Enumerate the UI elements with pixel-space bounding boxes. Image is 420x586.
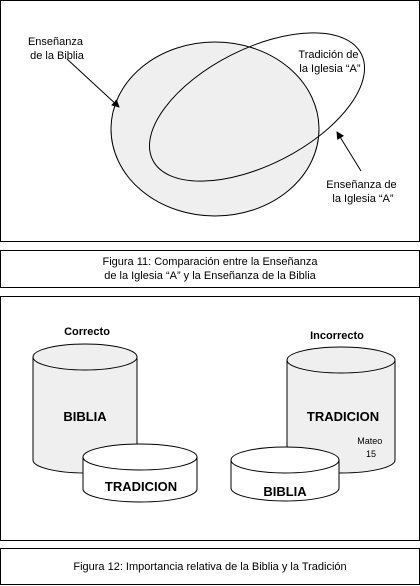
label-mateo: Mateo 15: [357, 436, 385, 459]
figure-11-caption: Figura 11: Comparación entre la Enseñanz…: [0, 250, 420, 288]
cylinder-tradicion-incorrecto: [286, 346, 396, 474]
label-tradicion-correcto: TRADICION: [105, 479, 177, 494]
title-incorrecto: Incorrecto: [310, 330, 364, 342]
iglesia-a-ellipse: [148, 32, 366, 182]
label-ensenanza-biblia: Enseñanza de la Biblia: [28, 36, 86, 62]
arrow-iglesia-a: [336, 131, 362, 172]
biblia-ellipse: [110, 41, 320, 217]
figure-12-caption: Figura 12: Importancia relativa de la Bi…: [0, 548, 420, 585]
caption-line: Figura 12: Importancia relativa de la Bi…: [73, 560, 347, 573]
arrow-biblia: [66, 58, 120, 108]
cylinders-diagram: Correcto BIBLIA TRADICION Incorrecto TRA…: [32, 326, 396, 503]
label-biblia-incorrecto: BIBLIA: [263, 484, 307, 499]
label-ensenanza-iglesia: Enseñanza de la Iglesia “A”: [326, 179, 399, 205]
caption-line-2: de la Iglesia “A” y la Enseñanza de la B…: [104, 270, 316, 282]
cylinder-tradicion-correcto: [82, 443, 198, 503]
cylinder-biblia-incorrecto: [230, 446, 340, 502]
label-tradicion-incorrecto: TRADICION: [307, 409, 379, 424]
cylinder-biblia-correcto: [32, 343, 138, 474]
title-correcto: Correcto: [64, 326, 110, 338]
venn-diagram: Enseñanza de la Biblia Tradición de la I…: [28, 32, 399, 217]
figure-12-frame: Correcto BIBLIA TRADICION Incorrecto TRA…: [0, 296, 420, 541]
figure-11-frame: Enseñanza de la Biblia Tradición de la I…: [0, 0, 420, 242]
caption-line-1: Figura 11: Comparación entre la Enseñanz…: [102, 256, 318, 268]
label-biblia-correcto: BIBLIA: [63, 409, 107, 424]
label-tradicion-iglesia: Tradición de la Iglesia “A”: [298, 49, 361, 75]
